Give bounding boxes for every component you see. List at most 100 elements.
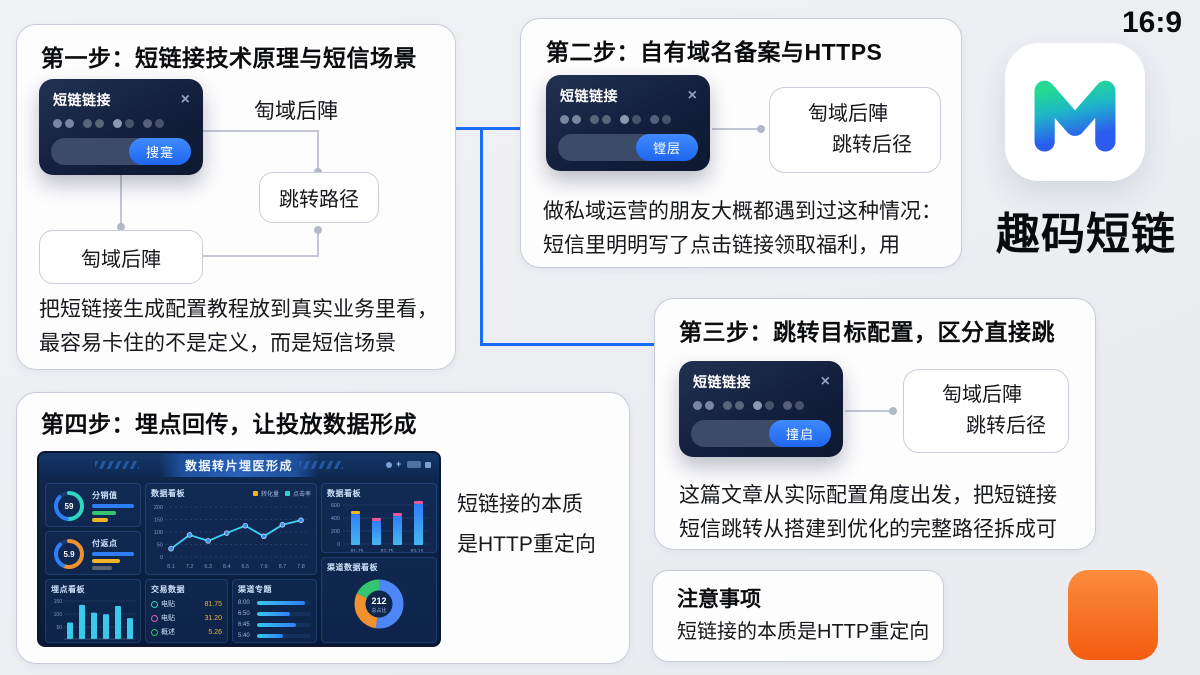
- url-input[interactable]: 搜寔: [51, 138, 191, 165]
- svg-text:50: 50: [56, 625, 62, 631]
- progress-label: 6:50: [238, 611, 250, 617]
- svg-text:7.8: 7.8: [297, 564, 305, 570]
- svg-text:100: 100: [54, 612, 63, 618]
- close-icon[interactable]: ×: [180, 91, 190, 108]
- step1-card: 第一步：短链接技术原理与短信场景 匋域后陣 跳转路径 匋域后陣 把短链接生成配置…: [16, 24, 456, 370]
- dot: [783, 401, 792, 410]
- svg-text:212: 212: [371, 596, 386, 606]
- note-card: 注意事项 短链接的本质是HTTP重定向: [652, 570, 944, 662]
- list-row: 概述 5.26: [151, 627, 222, 637]
- decor-stripes: [299, 461, 343, 469]
- connector: [203, 255, 319, 257]
- note-body: 短链接的本质是HTTP重定向: [677, 621, 930, 643]
- dot: [83, 119, 92, 128]
- step3-body-line1: 这篇文章从实际配置角度出发，把短链接: [679, 484, 1057, 507]
- dot: [620, 115, 629, 124]
- note-title: 注意事项: [677, 588, 761, 611]
- gauge-panel-1: 59 分销值: [45, 483, 141, 527]
- widget-header: 短链链接 ×: [39, 79, 203, 110]
- widget-header: 短链链接 ×: [546, 75, 710, 106]
- legend-bar: [92, 559, 120, 563]
- dot: [125, 119, 134, 128]
- url-input[interactable]: 镗层: [558, 134, 698, 161]
- line-head: 数据看板转化量点击率: [151, 488, 311, 499]
- m-logo-icon: [1034, 80, 1116, 152]
- row-label: 电贴: [161, 615, 175, 622]
- connector: [712, 128, 762, 130]
- gauge-legend: 分销值: [92, 490, 135, 522]
- step4-side-line2: 是HTTP重定向: [457, 532, 596, 556]
- legend-bar: [92, 504, 134, 508]
- flow-line-step1-step2: [452, 127, 522, 130]
- progress-row: 8:00: [238, 600, 311, 606]
- dot: [765, 401, 774, 410]
- gauge-legend: 付返点: [92, 538, 135, 570]
- connector: [317, 231, 319, 257]
- progress-track: [257, 623, 311, 627]
- dot: [693, 401, 702, 410]
- progress-label: 5:40: [238, 633, 250, 639]
- submit-button[interactable]: 搜寔: [129, 138, 191, 165]
- row-value: 81.75: [204, 600, 222, 608]
- svg-text:0: 0: [337, 542, 340, 548]
- shortlink-widget-2: 短链链接 × 镗层: [546, 75, 710, 171]
- svg-text:81-75: 81-75: [351, 549, 364, 553]
- node-domain: 匋域后陣: [39, 230, 203, 284]
- dot: [113, 119, 122, 128]
- panel-title: 分销值: [92, 491, 118, 500]
- dashboard-header-icons: +: [386, 460, 431, 469]
- close-icon[interactable]: ×: [820, 373, 830, 390]
- legend-item: 点击率: [284, 489, 311, 498]
- dot: [753, 401, 762, 410]
- connector: [120, 175, 122, 227]
- url-input[interactable]: 撞启: [691, 420, 831, 447]
- dot: [53, 119, 62, 128]
- legend: 转化量点击率: [252, 489, 311, 498]
- svg-text:83-15: 83-15: [411, 549, 424, 553]
- aspect-ratio-badge: 16:9: [1122, 6, 1183, 39]
- panel-title: 渠道数据看板: [327, 563, 378, 572]
- submit-button[interactable]: 撞启: [769, 420, 831, 447]
- connector-dot: [117, 223, 125, 231]
- progress-label: 8:00: [238, 600, 250, 606]
- dot: [590, 115, 599, 124]
- dashboard-header: 数据转片埋医形成 +: [39, 453, 439, 477]
- row-icon: [151, 614, 158, 622]
- close-icon[interactable]: ×: [687, 87, 697, 104]
- step2-body-line1: 做私域运营的朋友大概都遇到过这种情况：: [543, 200, 942, 223]
- progress-row: 5:40: [238, 633, 311, 639]
- progress-fill: [257, 634, 283, 638]
- node-domain-jump: 匋域后陣 跳转后径: [903, 369, 1069, 453]
- user-icon: [386, 461, 392, 468]
- svg-text:59: 59: [65, 502, 74, 511]
- legend-bar: [92, 511, 116, 515]
- svg-text:总占比: 总占比: [371, 607, 386, 614]
- widget-title: 短链链接: [560, 88, 618, 104]
- submit-button[interactable]: 镗层: [636, 134, 698, 161]
- svg-text:6.3: 6.3: [204, 564, 212, 570]
- step1-body: 把短链接生成配置教程放到真实业务里看， 最容易卡住的不是定义，而是短信场景: [39, 293, 438, 360]
- row-value: 5.26: [208, 628, 222, 636]
- node-jump-path: 跳转路径: [259, 172, 379, 223]
- widget-title: 短链链接: [693, 374, 751, 390]
- flow-line-vertical: [480, 127, 483, 346]
- dot: [602, 115, 611, 124]
- progress-row: 6:45: [238, 622, 311, 628]
- row-label: 概述: [161, 629, 175, 636]
- node-line1: 匋域后陣: [942, 384, 1022, 406]
- dot: [95, 119, 104, 128]
- dot: [723, 401, 732, 410]
- progress-fill: [257, 612, 291, 616]
- gear-icon: [425, 461, 431, 468]
- progress-track: [257, 601, 311, 605]
- dashboard-title: 数据转片埋医形成: [158, 453, 319, 477]
- legend-item: 转化量: [252, 489, 279, 498]
- svg-text:7.6: 7.6: [260, 564, 268, 570]
- orange-tile: [1068, 570, 1158, 660]
- svg-text:82-75: 82-75: [381, 549, 394, 553]
